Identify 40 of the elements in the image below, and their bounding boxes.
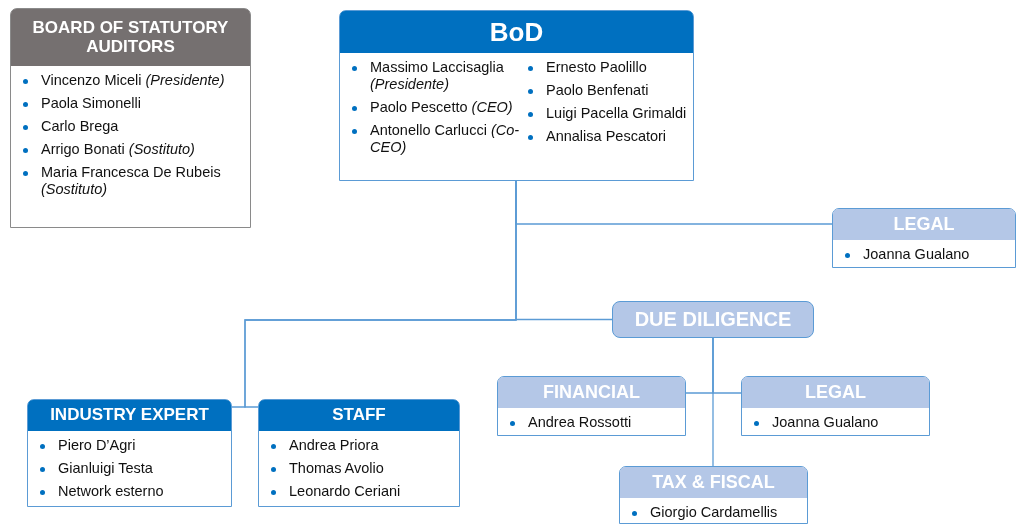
member-name: Antonello Carlucci (Co-CEO) xyxy=(346,122,522,156)
box-header: STAFF xyxy=(259,400,459,431)
org-box xyxy=(10,8,251,228)
org-box xyxy=(27,399,232,507)
member-name: Giorgio Cardamellis xyxy=(626,504,807,521)
member-name: Arrigo Bonati (Sostituto) xyxy=(17,141,250,158)
member-name: Piero D’Agri xyxy=(34,437,231,454)
member-name: Paola Simonelli xyxy=(17,95,250,112)
member-name: Gianluigi Testa xyxy=(34,460,231,477)
member-name: Maria Francesca De Rubeis (Sostituto) xyxy=(17,164,250,198)
member-name: Joanna Gualano xyxy=(748,414,929,431)
org-box xyxy=(619,466,808,524)
member-name: Ernesto Paolillo xyxy=(522,59,693,76)
member-name: Annalisa Pescatori xyxy=(522,128,693,145)
org-box xyxy=(741,376,930,436)
box-header: BOARD OF STATUTORY AUDITORS xyxy=(11,9,250,66)
connector-line xyxy=(712,337,714,467)
org-box xyxy=(339,10,694,181)
box-header: LEGAL xyxy=(833,209,1015,240)
org-box xyxy=(497,376,686,436)
member-name: Network esterno xyxy=(34,483,231,500)
member-name: Carlo Brega xyxy=(17,118,250,135)
box-header: FINANCIAL xyxy=(498,377,685,408)
box-header: TAX & FISCAL xyxy=(620,467,807,498)
member-name: Luigi Pacella Grimaldi xyxy=(522,105,693,122)
box-header: INDUSTRY EXPERT xyxy=(28,400,231,431)
box-header: LEGAL xyxy=(742,377,929,408)
box-header: BoD xyxy=(340,11,693,53)
member-name: Vincenzo Miceli (Presidente) xyxy=(17,72,250,89)
member-name: Leonardo Ceriani xyxy=(265,483,459,500)
member-name: Paolo Benfenati xyxy=(522,82,693,99)
member-name: Joanna Gualano xyxy=(839,246,1015,263)
member-name: Thomas Avolio xyxy=(265,460,459,477)
org-box xyxy=(258,399,460,507)
org-box xyxy=(832,208,1016,268)
member-name: Paolo Pescetto (CEO) xyxy=(346,99,522,116)
member-name: Andrea Rossotti xyxy=(504,414,685,431)
member-name: Andrea Priora xyxy=(265,437,459,454)
member-name: Massimo Laccisaglia (Presidente) xyxy=(346,59,522,93)
header-box: DUE DILIGENCE xyxy=(612,301,814,338)
